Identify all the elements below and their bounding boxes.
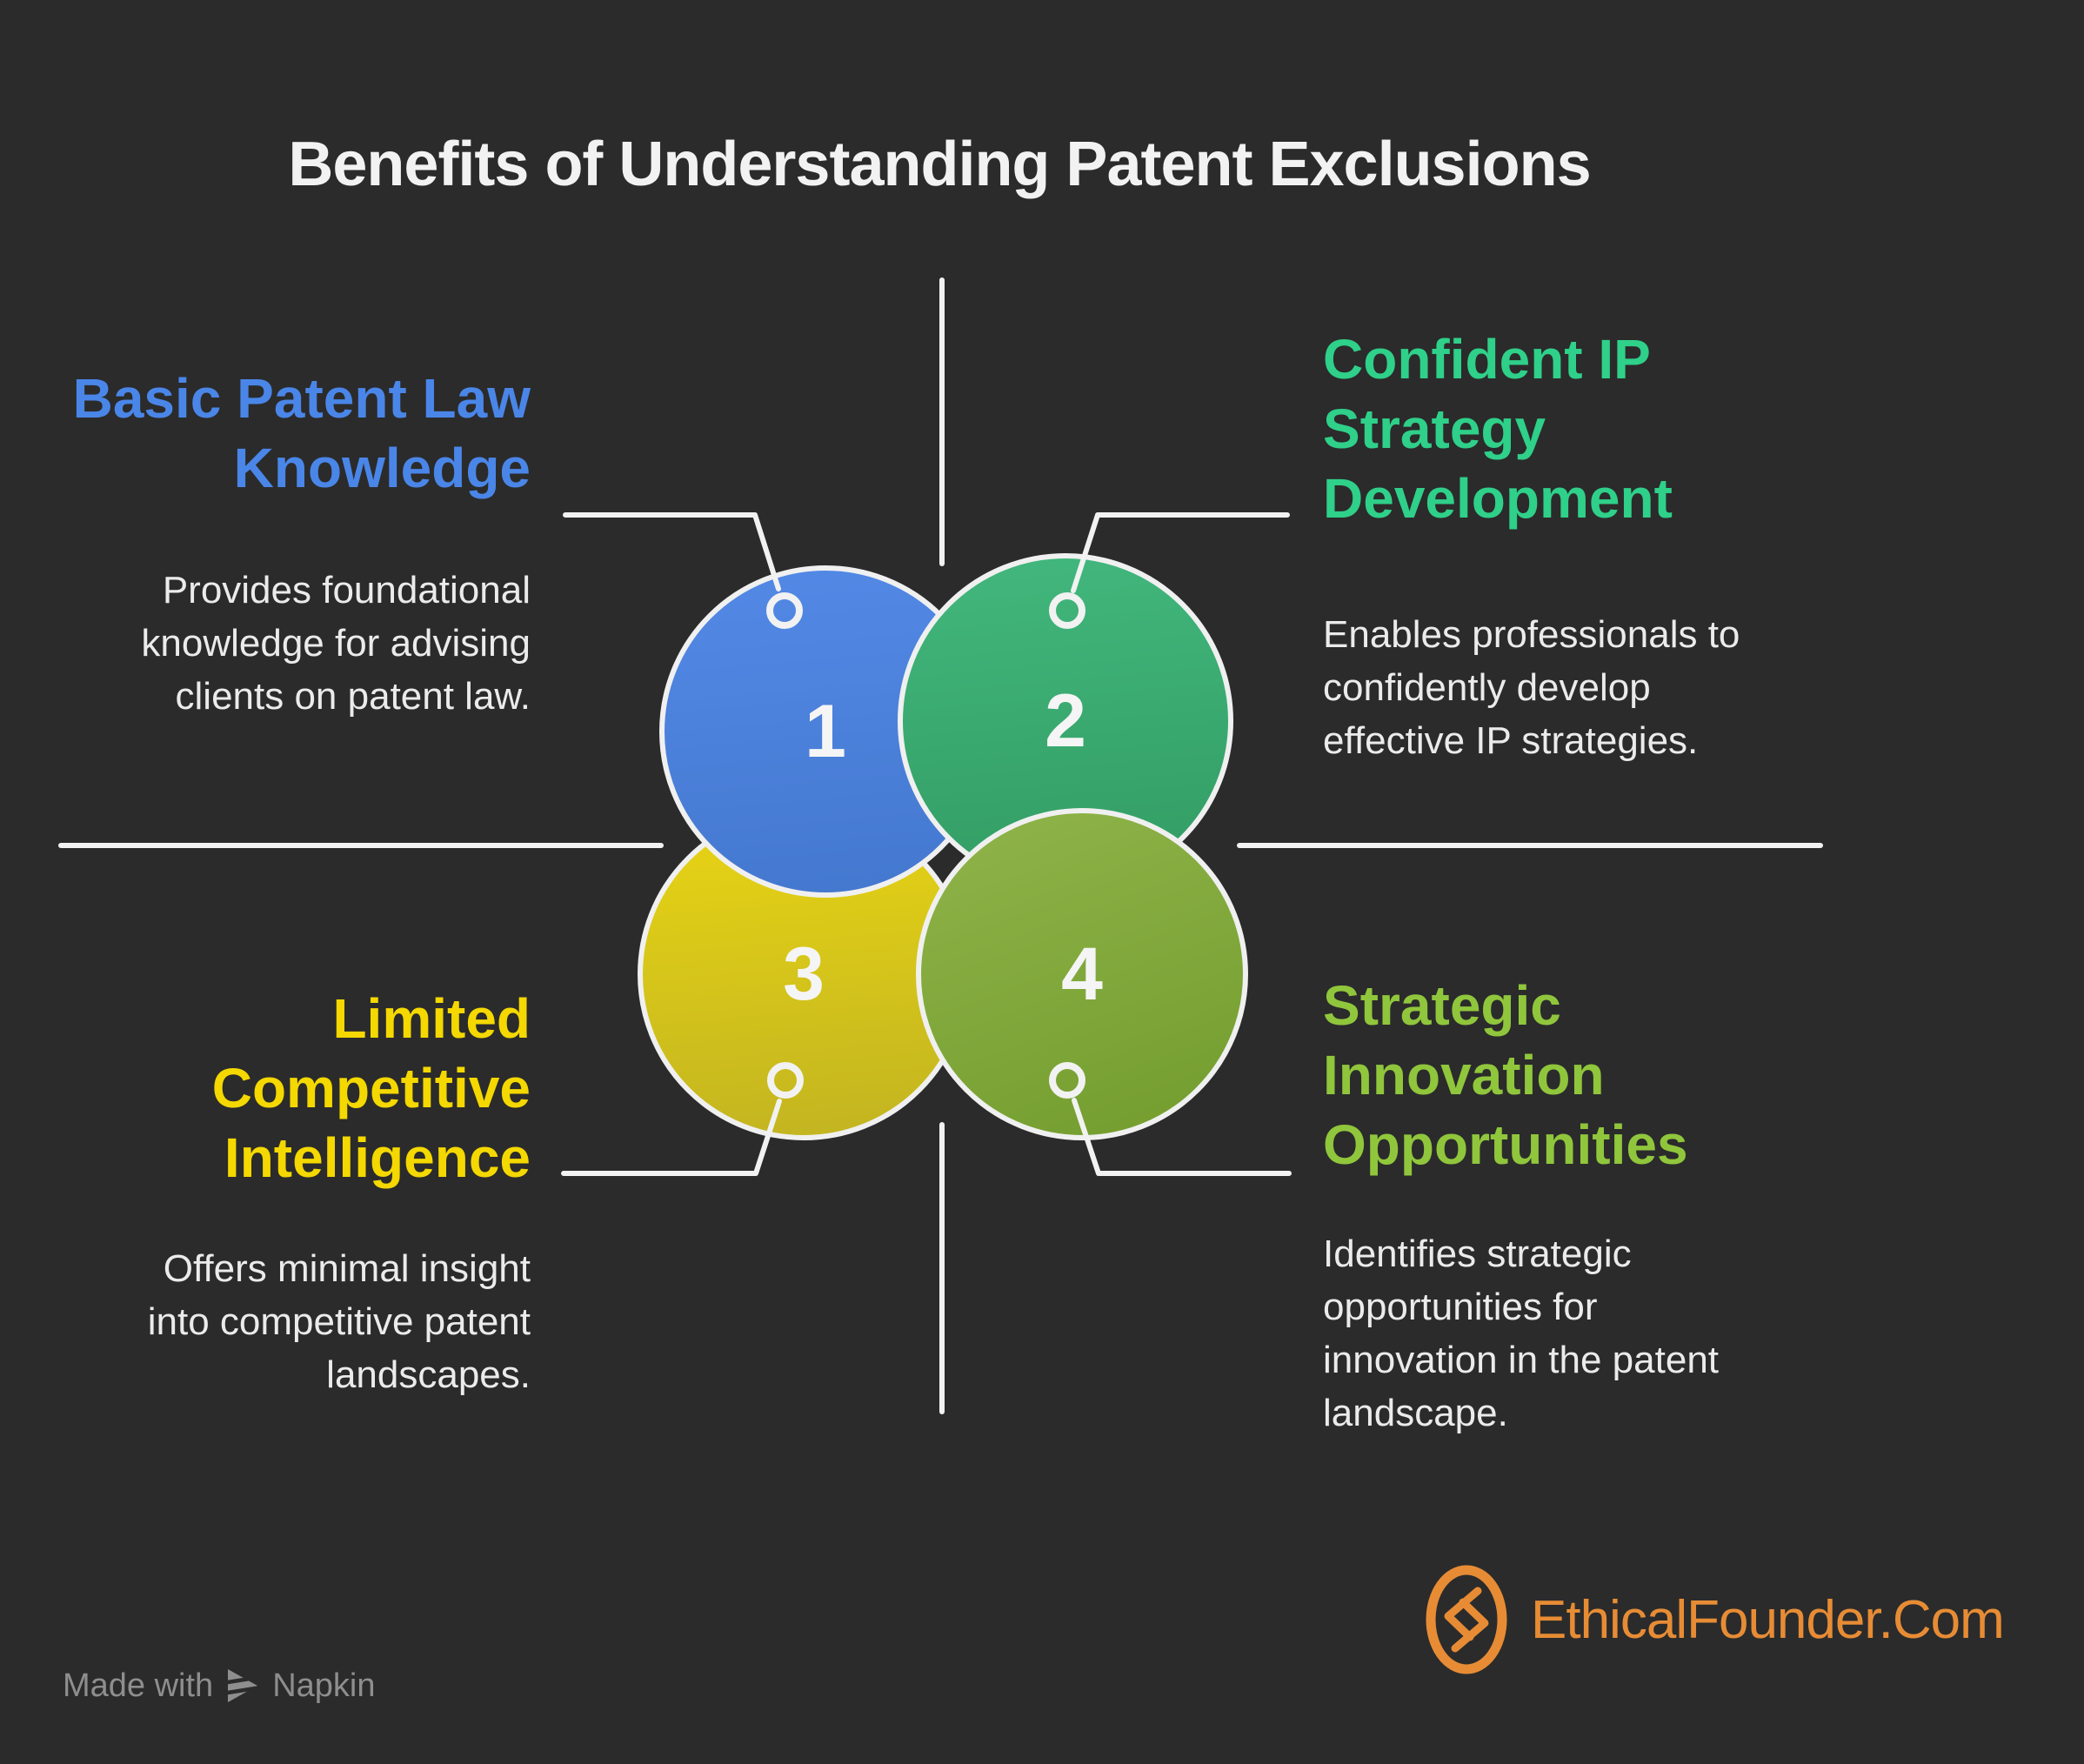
- quadrant-2-description: Enables professionals to confidently dev…: [1323, 613, 1740, 762]
- quadrant-3-description: Offers minimal insight into competitive …: [147, 1247, 531, 1396]
- brand-name: EthicalFounder.Com: [1531, 1589, 2005, 1650]
- quadrant-3-block: Limited Competitive Intelligence Offers …: [148, 984, 531, 1401]
- quadrant-4-block: Strategic Innovation Opportunities Ident…: [1323, 971, 1719, 1440]
- quadrant-4-heading: Strategic Innovation Opportunities: [1323, 974, 1688, 1176]
- napkin-label: Napkin: [272, 1667, 376, 1704]
- brand-footer: EthicalFounder.Com: [1425, 1562, 2005, 1677]
- circle-4-number: 4: [1061, 932, 1103, 1016]
- made-with-credit: Made with Napkin: [63, 1667, 376, 1705]
- connector-1: [563, 512, 781, 591]
- quadrant-2-block: Confident IP Strategy Development Enable…: [1323, 324, 1740, 767]
- quadrant-2-heading: Confident IP Strategy Development: [1323, 328, 1673, 530]
- quadrant-3-heading: Limited Competitive Intelligence: [211, 987, 531, 1189]
- quadrant-4-description: Identifies strategic opportunities for i…: [1323, 1233, 1720, 1434]
- circle-1-number: 1: [805, 690, 846, 773]
- circle-4: 4: [916, 808, 1248, 1140]
- made-with-label: Made with: [63, 1667, 214, 1704]
- page-title: Benefits of Understanding Patent Exclusi…: [288, 130, 1591, 199]
- quadrant-1-block: Basic Patent Law Knowledge Provides foun…: [73, 364, 531, 723]
- napkin-logo-icon: [225, 1669, 261, 1702]
- circle-3-number: 3: [783, 932, 825, 1016]
- quadrant-1-description: Provides foundational knowledge for advi…: [141, 569, 531, 718]
- quadrant-1-heading: Basic Patent Law Knowledge: [72, 367, 531, 499]
- ethicalfounder-logo-icon: [1426, 1565, 1507, 1674]
- circle-2-number: 2: [1045, 679, 1086, 763]
